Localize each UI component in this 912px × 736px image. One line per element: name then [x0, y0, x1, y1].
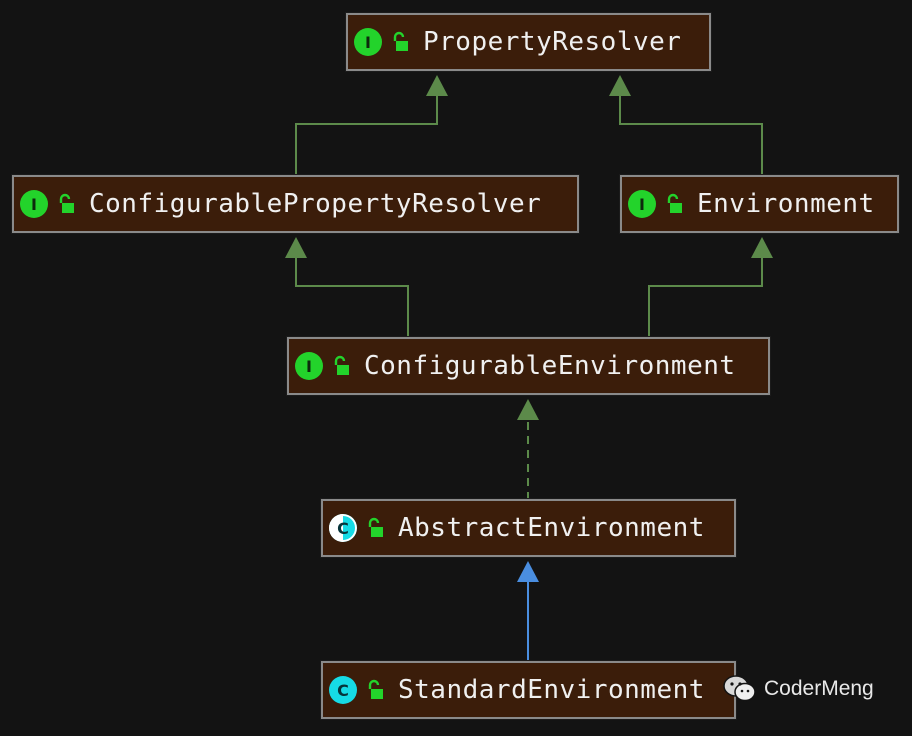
interface-badge-icon: I [20, 190, 48, 218]
edge-environment-to-property-resolver [609, 75, 763, 176]
node-label: PropertyResolver [423, 27, 682, 57]
interface-badge-icon: I [354, 28, 382, 56]
interface-badge-icon: I [295, 352, 323, 380]
edge-configurable-environment-to-environment [648, 237, 773, 338]
node-label: ConfigurablePropertyResolver [89, 189, 542, 219]
node-configurable-property-resolver[interactable]: I ConfigurablePropertyResolver [12, 175, 579, 233]
lock-icon [334, 355, 349, 375]
abstract-class-badge-icon: C [329, 514, 357, 542]
watermark-text: CoderMeng [764, 677, 874, 700]
edge-configurable-environment-to-configurable-property-resolver [285, 237, 409, 338]
lock-icon [59, 193, 74, 213]
node-label: StandardEnvironment [398, 675, 705, 705]
node-standard-environment[interactable]: C StandardEnvironment [321, 661, 736, 719]
lock-icon [368, 679, 383, 699]
lock-icon [368, 517, 383, 537]
node-abstract-environment[interactable]: C AbstractEnvironment [321, 499, 736, 557]
node-property-resolver[interactable]: I PropertyResolver [346, 13, 711, 71]
lock-icon [667, 193, 682, 213]
node-label: AbstractEnvironment [398, 513, 705, 543]
node-environment[interactable]: I Environment [620, 175, 899, 233]
edge-standard-environment-to-abstract-environment [517, 561, 539, 662]
interface-badge-icon: I [628, 190, 656, 218]
watermark: CoderMeng [722, 674, 874, 704]
lock-icon [393, 31, 408, 51]
class-badge-icon: C [329, 676, 357, 704]
node-configurable-environment[interactable]: I ConfigurableEnvironment [287, 337, 770, 395]
edge-abstract-environment-to-configurable-environment [517, 399, 539, 500]
node-label: Environment [697, 189, 875, 219]
node-label: ConfigurableEnvironment [364, 351, 736, 381]
wechat-icon [723, 675, 756, 702]
edge-configurable-property-resolver-to-property-resolver [295, 75, 448, 176]
